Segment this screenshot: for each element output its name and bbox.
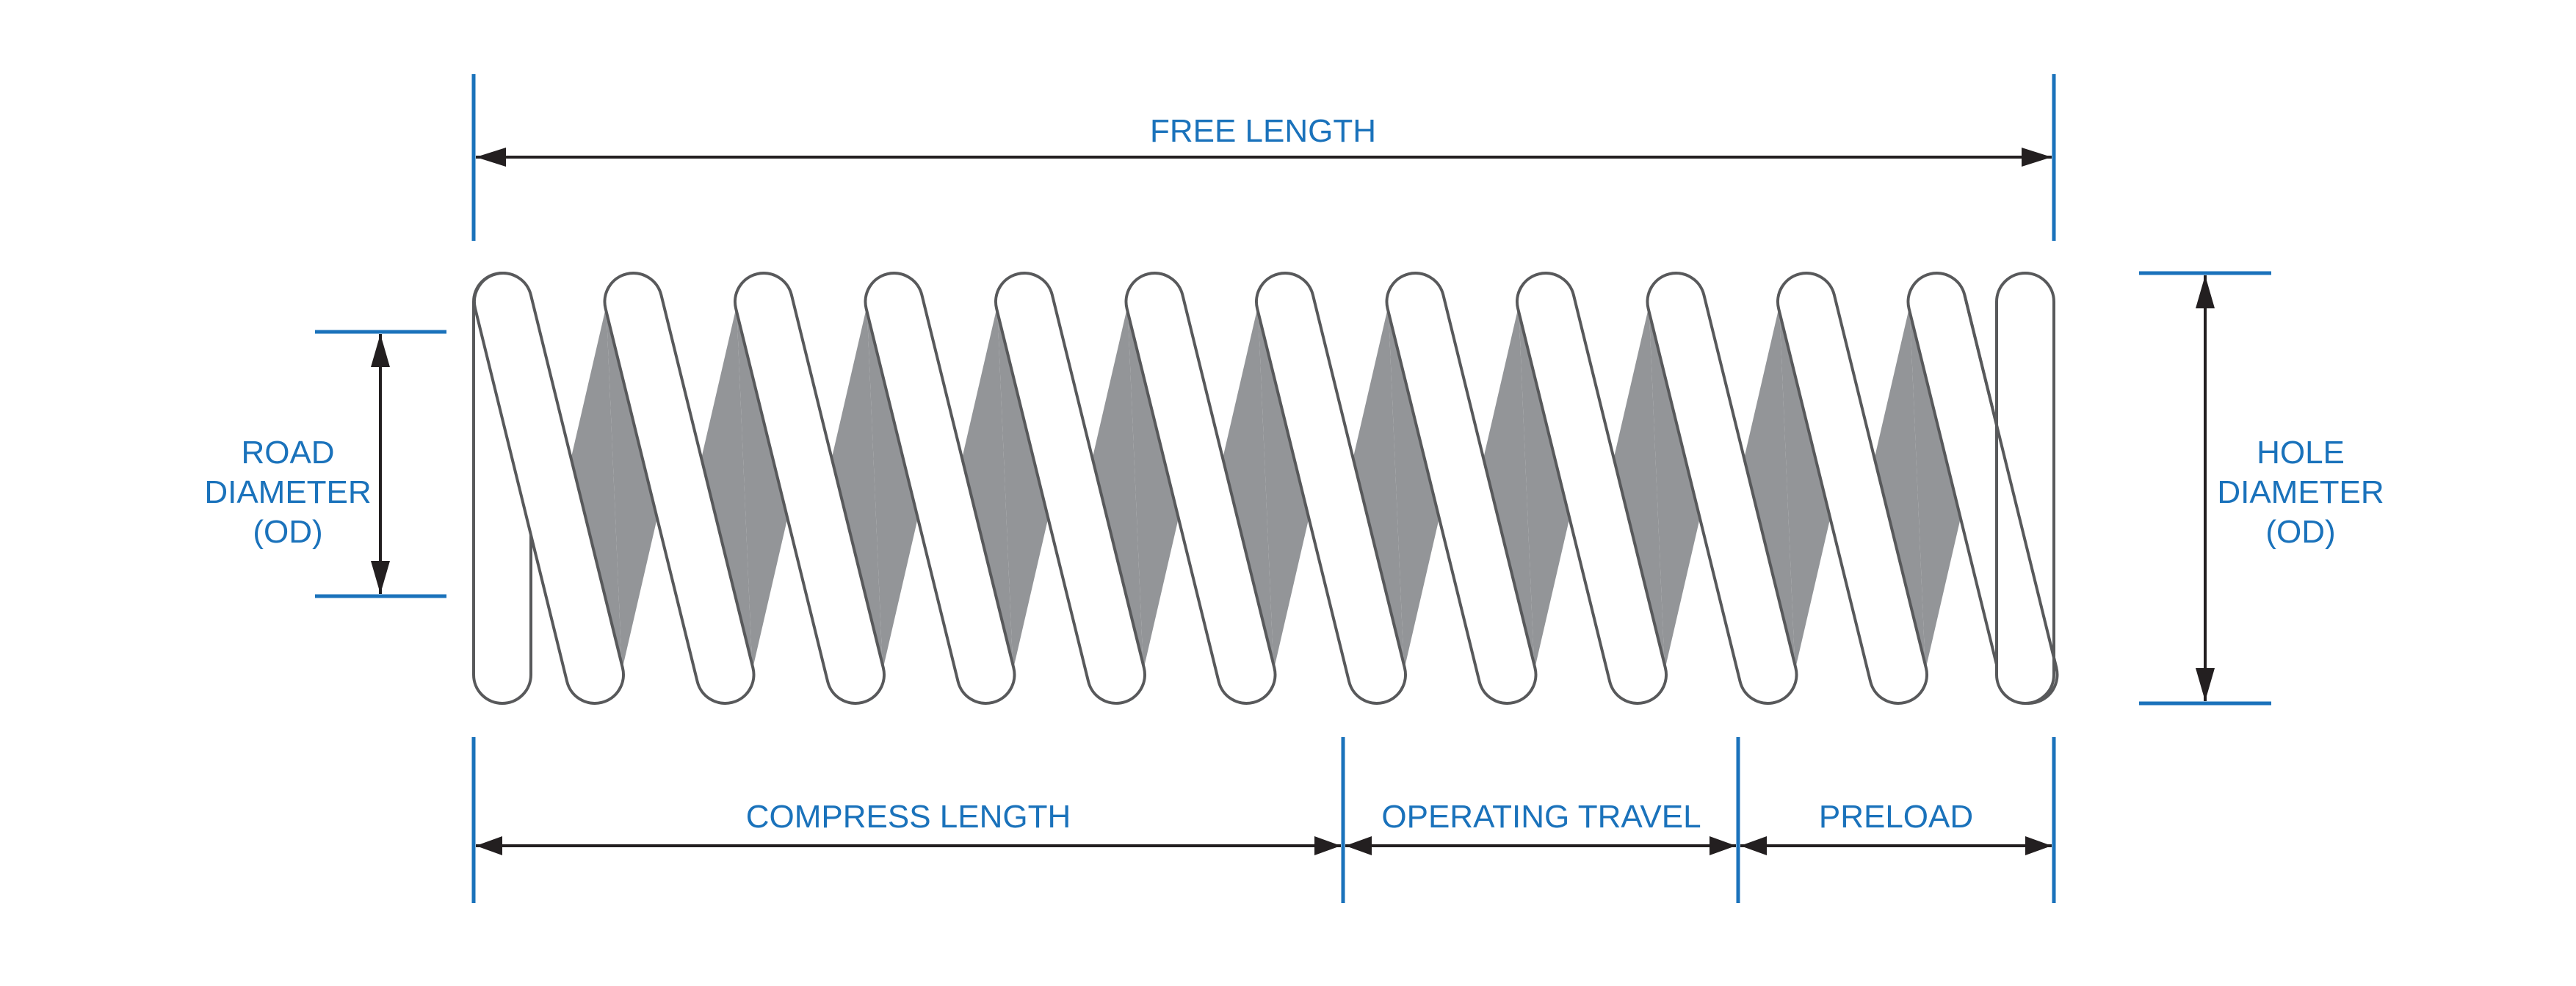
coil-shadow	[1076, 306, 1143, 670]
coil-shadow	[1597, 306, 1665, 670]
spring-coil	[1255, 272, 1407, 705]
coil-shadow	[554, 306, 622, 670]
coil-shadow	[1728, 306, 1795, 670]
arrowhead-left-icon	[1740, 836, 1767, 855]
coil-shadow	[1467, 306, 1535, 670]
free-length-dimension: FREE LENGTH	[471, 74, 2056, 241]
spring-coil	[603, 272, 756, 705]
coil-shadow	[685, 306, 753, 670]
coil-shadow	[946, 306, 1013, 670]
bottom-dimensions: COMPRESS LENGTH OPERATING TRAVEL PRELOAD	[471, 737, 2056, 903]
coil-shadow	[866, 306, 934, 670]
arrowhead-left-icon	[476, 148, 506, 167]
road-diameter-label-line2: DIAMETER	[204, 474, 371, 510]
road-diameter-label-line3: (OD)	[253, 514, 322, 550]
compress-length-label: COMPRESS LENGTH	[746, 799, 1071, 835]
coil-shadow	[1779, 306, 1847, 670]
arrowhead-up-icon	[371, 334, 390, 367]
hole-diameter-label-line1: HOLE	[2257, 435, 2345, 471]
coil-shadow	[1336, 306, 1404, 670]
spring-coil	[994, 272, 1146, 705]
road-diameter-dimension: ROAD DIAMETER (OD)	[204, 330, 446, 598]
coil-shadow	[1258, 306, 1325, 670]
hole-diameter-label-line2: DIAMETER	[2217, 474, 2384, 510]
spring-coil	[1124, 272, 1277, 705]
coil-shadow	[997, 306, 1065, 670]
coil-shadow	[1858, 306, 1925, 670]
spring-coil	[473, 272, 625, 705]
road-diameter-label-line1: ROAD	[241, 435, 334, 471]
arrowhead-down-icon	[2196, 668, 2215, 701]
coil-shadow	[737, 306, 804, 670]
free-length-label: FREE LENGTH	[1150, 113, 1376, 149]
coil-shadow	[815, 306, 883, 670]
arrowhead-down-icon	[371, 561, 390, 594]
arrowhead-left-icon	[1345, 836, 1372, 855]
coil-shadow	[1649, 306, 1716, 670]
preload-label: PRELOAD	[1819, 799, 1973, 835]
arrowhead-right-icon	[1314, 836, 1341, 855]
spring-coil	[864, 272, 1016, 705]
arrowhead-right-icon	[1710, 836, 1736, 855]
coil-shadow	[1127, 306, 1195, 670]
coil-shadow	[1388, 306, 1455, 670]
arrowhead-right-icon	[2022, 148, 2052, 167]
spring-coil	[1516, 272, 1668, 705]
coil-shadow	[606, 306, 673, 670]
spring-end-right	[1995, 272, 2055, 705]
arrowhead-right-icon	[2025, 836, 2052, 855]
spring-coil	[1646, 272, 1798, 705]
spring-coil	[734, 272, 886, 705]
coil-shadow	[1206, 306, 1274, 670]
hole-diameter-dimension: HOLE DIAMETER (OD)	[2139, 271, 2384, 706]
spring-coil	[1385, 272, 1538, 705]
coil-shadow	[1519, 306, 1586, 670]
spring	[472, 272, 2059, 705]
coil-shadow	[1909, 306, 1977, 670]
spring-coil-edge	[1963, 294, 2058, 669]
operating-travel-label: OPERATING TRAVEL	[1381, 799, 1701, 835]
spring-coil	[1776, 272, 1928, 705]
arrowhead-left-icon	[476, 836, 502, 855]
hole-diameter-label-line3: (OD)	[2265, 514, 2335, 550]
arrowhead-up-icon	[2196, 275, 2215, 308]
